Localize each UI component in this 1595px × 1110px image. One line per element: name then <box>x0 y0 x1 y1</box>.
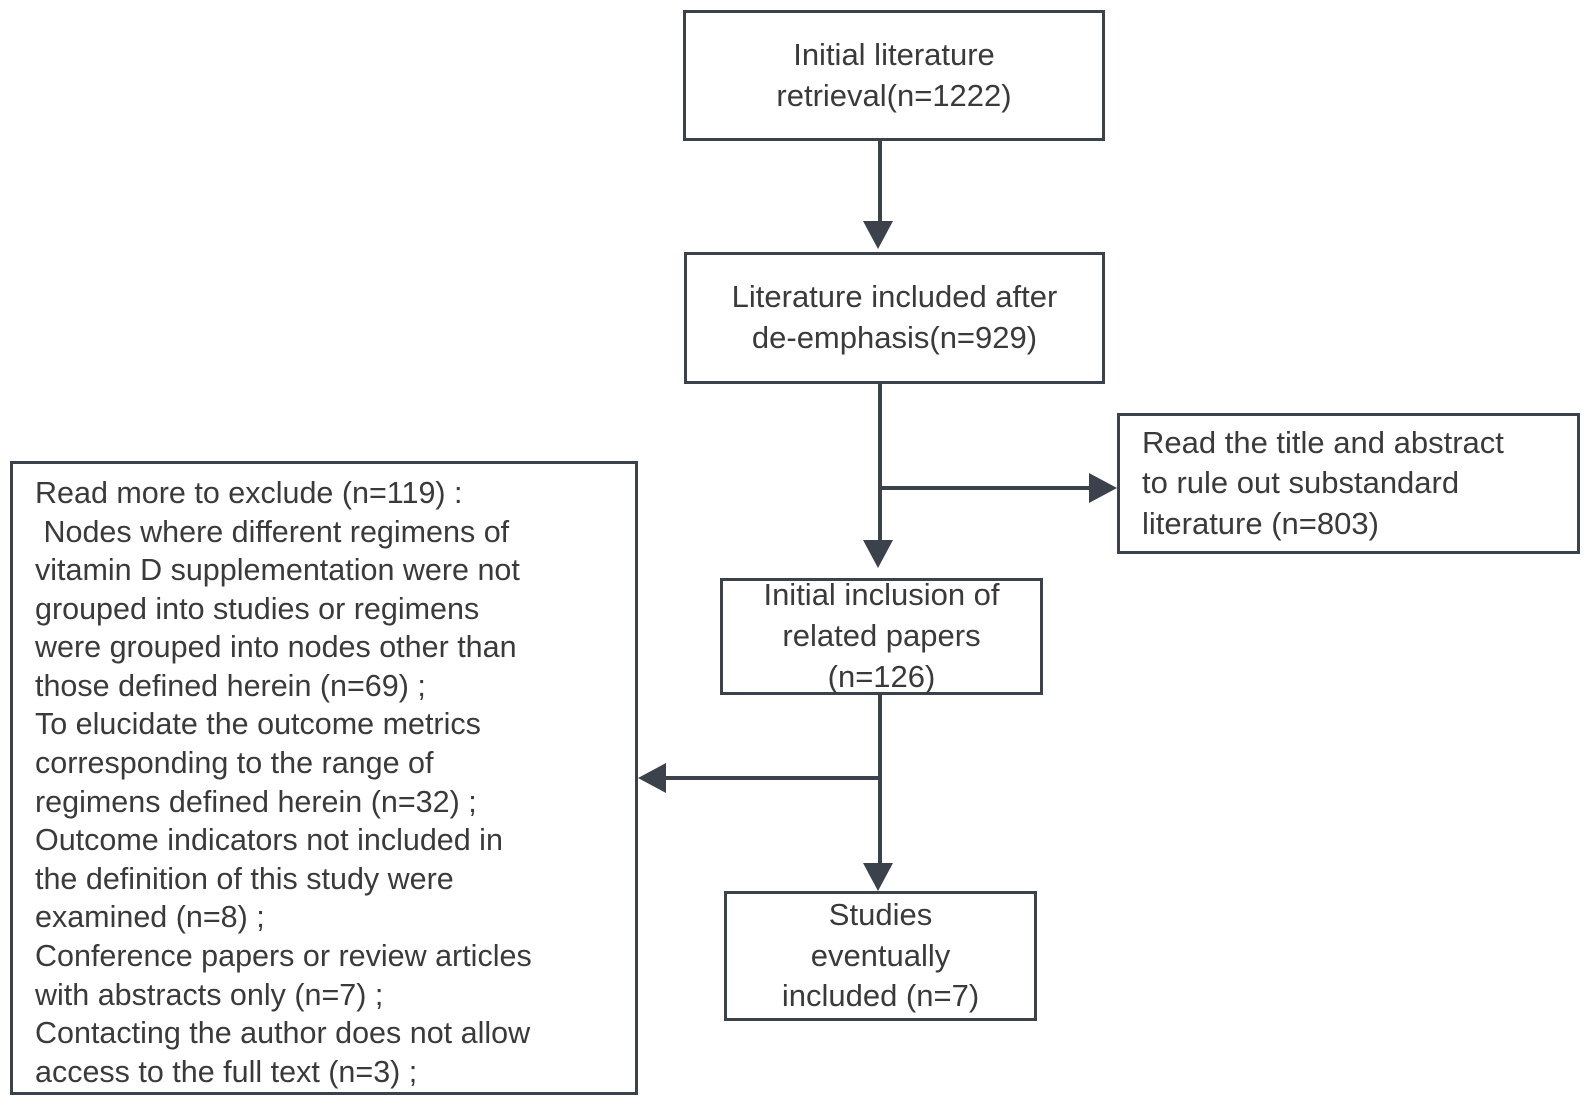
node-initial-literature-retrieval-line-1: Initial literature <box>793 36 995 72</box>
node-full-text-exclusions-line-9: regimens defined herein (n=32) ; <box>35 784 477 819</box>
arrow-down-icon-inclusion-to-final <box>863 863 893 891</box>
node-literature-after-de-emphasis: Literature included after de-emphasis(n=… <box>684 252 1105 384</box>
node-full-text-exclusions-line-12: examined (n=8) ; <box>35 900 265 935</box>
node-full-text-exclusions-line-8: corresponding to the range of <box>35 746 434 781</box>
node-initial-inclusion-related-papers: Initial inclusion of related papers (n=1… <box>720 577 1043 695</box>
connector-deemphasis-to-inclusion-line <box>878 384 882 544</box>
node-full-text-exclusions-line-2: Nodes where different regimens of <box>35 514 510 549</box>
node-full-text-exclusions-line-5: were grouped into nodes other than <box>35 630 517 665</box>
node-final-studies-included-line-1: Studies <box>828 896 933 932</box>
node-full-text-exclusions-line-15: Contacting the author does not allow <box>35 1016 531 1051</box>
node-full-text-exclusions-line-7: To elucidate the outcome metrics <box>35 707 481 742</box>
node-title-abstract-exclusion-line-1: Read the title and abstract <box>1142 425 1504 461</box>
node-initial-inclusion-related-papers-line-1: Initial inclusion of <box>763 577 1000 613</box>
node-initial-inclusion-related-papers-line-2: related papers <box>782 618 981 654</box>
node-full-text-exclusions-line-4: grouped into studies or regimens <box>35 591 480 626</box>
connector-inclusion-to-exclusions-line <box>665 776 880 780</box>
node-full-text-exclusions-line-3: vitamin D supplementation were not <box>35 553 520 588</box>
arrow-down-icon-retrieval-to-deemphasis <box>863 221 893 249</box>
node-title-abstract-exclusion-line-2: to rule out substandard <box>1142 465 1460 501</box>
node-literature-after-de-emphasis-line-1: Literature included after <box>731 279 1058 315</box>
node-full-text-exclusions-line-13: Conference papers or review articles <box>35 938 532 973</box>
node-title-abstract-exclusion-line-3: literature (n=803) <box>1142 505 1379 541</box>
arrow-down-icon-deemphasis-to-inclusion <box>863 540 893 568</box>
node-full-text-exclusions: Read more to exclude (n=119) : Nodes whe… <box>10 461 638 1095</box>
node-final-studies-included-line-2: eventually <box>810 937 951 973</box>
node-full-text-exclusions-line-1: Read more to exclude (n=119) : <box>35 476 463 510</box>
node-initial-literature-retrieval-line-2: retrieval(n=1222) <box>776 77 1012 113</box>
node-initial-literature-retrieval: Initial literature retrieval(n=1222) <box>683 10 1105 141</box>
node-full-text-exclusions-line-14: with abstracts only (n=7) ; <box>35 977 384 1012</box>
node-literature-after-de-emphasis-line-2: de-emphasis(n=929) <box>751 320 1038 355</box>
node-title-abstract-exclusion: Read the title and abstract to rule out … <box>1117 413 1580 554</box>
connector-inclusion-to-final-line <box>878 695 882 867</box>
node-final-studies-included: Studies eventually included (n=7) <box>724 891 1037 1021</box>
node-full-text-exclusions-line-11: the definition of this study were <box>35 861 454 896</box>
node-full-text-exclusions-line-10: Outcome indicators not included in <box>35 823 503 858</box>
connector-retrieval-to-deemphasis-line <box>878 141 882 225</box>
node-full-text-exclusions-line-16: access to the full text (n=3) ; <box>35 1054 418 1089</box>
node-initial-inclusion-related-papers-line-3: (n=126) <box>827 658 936 694</box>
node-full-text-exclusions-line-6: those defined herein (n=69) ; <box>35 668 426 703</box>
connector-deemphasis-to-title-abstract-line <box>878 486 1090 490</box>
arrow-left-icon-to-full-text-exclusions <box>638 763 666 793</box>
node-final-studies-included-line-3: included (n=7) <box>781 978 980 1014</box>
arrow-right-icon-to-title-abstract <box>1089 473 1117 503</box>
